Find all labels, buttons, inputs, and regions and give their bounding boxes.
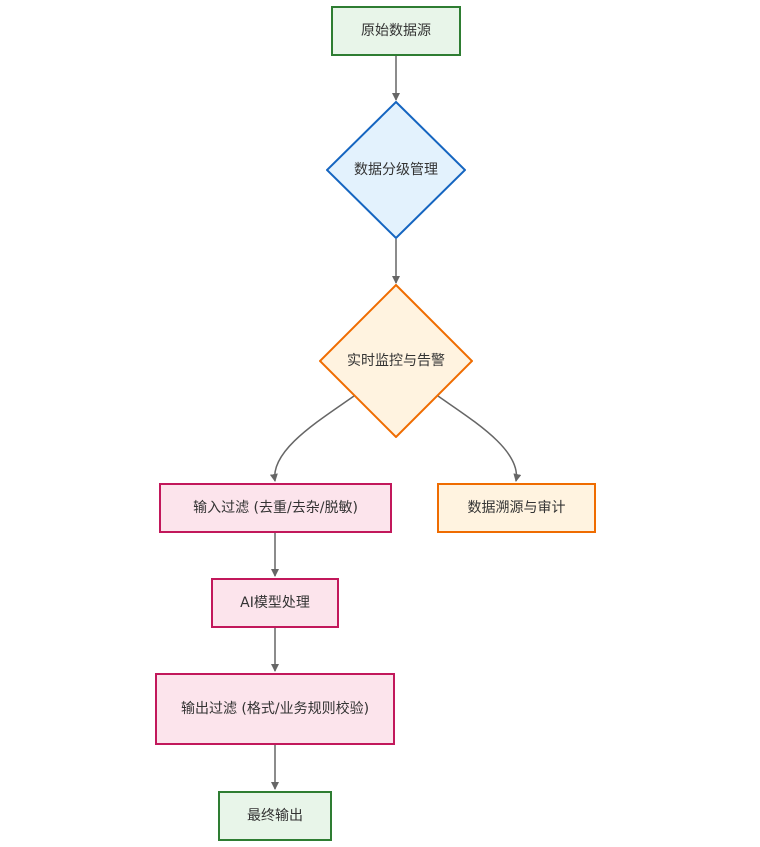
diamond-shape (326, 101, 466, 239)
node-input-filter-label: 输入过滤 (去重/去杂/脱敏) (193, 500, 358, 516)
node-ai-model-label: AI模型处理 (240, 595, 310, 611)
node-monitor[interactable]: 实时监控与告警 (319, 284, 473, 438)
edge-monitor-to-input-filter (269, 395, 355, 482)
diamond-shape (319, 284, 473, 438)
node-classify[interactable]: 数据分级管理 (326, 101, 466, 239)
node-classify-label: 数据分级管理 (354, 162, 438, 178)
node-final-label: 最终输出 (247, 808, 303, 824)
node-source[interactable]: 原始数据源 (331, 6, 461, 56)
node-trace[interactable]: 数据溯源与审计 (437, 483, 596, 533)
node-output-filter-label: 输出过滤 (格式/业务规则校验) (180, 701, 370, 717)
node-final[interactable]: 最终输出 (218, 791, 332, 841)
node-output-filter[interactable]: 输出过滤 (格式/业务规则校验) (155, 673, 395, 745)
node-trace-label: 数据溯源与审计 (467, 500, 566, 516)
node-ai-model[interactable]: AI模型处理 (211, 578, 339, 628)
node-source-label: 原始数据源 (361, 23, 431, 39)
edge-monitor-to-trace (437, 395, 522, 482)
node-monitor-label: 实时监控与告警 (347, 353, 445, 369)
node-input-filter[interactable]: 输入过滤 (去重/去杂/脱敏) (159, 483, 392, 533)
